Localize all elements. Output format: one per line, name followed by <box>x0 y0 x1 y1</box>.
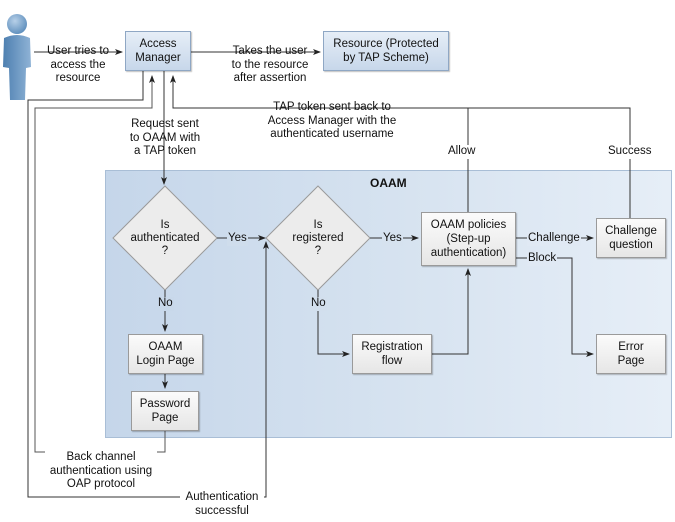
login-label-2: Login Page <box>136 355 195 367</box>
edge-text: Back channel <box>66 451 136 463</box>
error-label-2: Page <box>617 355 645 367</box>
edge-text: authenticated username <box>270 128 394 140</box>
edge-text: to OAAM with <box>129 131 201 144</box>
arrow-back-channel-to-am <box>34 75 166 453</box>
challenge-question-box[interactable]: Challenge question <box>596 218 666 258</box>
edge-text: OAP protocol <box>66 478 136 490</box>
oaam-region-title: OAAM <box>370 176 407 190</box>
is-authenticated-decision[interactable]: Is authenticated ? <box>115 219 215 258</box>
is-authenticated-label-2: authenticated <box>130 232 200 244</box>
user-icon <box>3 14 31 100</box>
edge-label-block: Block <box>527 252 558 266</box>
policies-label-3: authentication) <box>430 247 507 259</box>
edge-text: TAP token sent back to <box>273 101 391 113</box>
access-manager-label-2: Manager <box>135 52 181 64</box>
oaam-region <box>105 170 672 438</box>
resource-label-2: by TAP Scheme) <box>343 52 429 64</box>
edge-label-allow: Allow <box>446 145 478 159</box>
edge-text: resource <box>55 72 101 84</box>
resource-box[interactable]: Resource (Protected by TAP Scheme) <box>323 31 449 71</box>
resource-label: Resource (Protected <box>333 38 439 50</box>
password-label: Password <box>139 398 191 410</box>
is-registered-label-2: registered <box>292 232 344 244</box>
is-registered-decision[interactable]: Is registered ? <box>268 219 368 258</box>
edge-text: Authentication <box>185 491 259 503</box>
edge-label-yes-2: Yes <box>382 232 403 246</box>
edge-text: User tries to <box>47 45 109 57</box>
edge-label-success: Success <box>606 145 654 159</box>
is-authenticated-label-3: ? <box>161 245 169 257</box>
edge-label-challenge: Challenge <box>527 232 581 246</box>
edge-text: a TAP token <box>133 145 196 157</box>
edge-text: after assertion <box>233 72 307 84</box>
edge-label-no-2: No <box>310 297 327 311</box>
edge-text: Access Manager with the <box>267 114 397 127</box>
arrow-registration-to-policies <box>432 268 471 355</box>
oaam-login-page-box[interactable]: OAAM Login Page <box>128 334 203 374</box>
is-registered-label: Is <box>313 219 323 231</box>
policies-label: OAAM policies <box>430 219 507 231</box>
password-label-2: Page <box>151 412 179 424</box>
challenge-label-2: question <box>609 239 653 251</box>
arrow-success-to-am <box>170 75 631 218</box>
edge-label-no-1: No <box>157 297 174 311</box>
edge-text: Takes the user <box>232 45 308 57</box>
edge-text: Request sent <box>131 118 199 130</box>
error-label: Error <box>618 341 644 353</box>
is-authenticated-label: Is <box>160 219 170 231</box>
arrow-block-to-error <box>516 257 594 357</box>
edge-text: successful <box>195 504 249 517</box>
access-manager-label: Access <box>139 38 177 50</box>
challenge-label: Challenge <box>605 225 657 237</box>
edge-text: access the <box>50 58 106 71</box>
edge-text: authentication using <box>49 464 153 477</box>
registration-flow-box[interactable]: Registration flow <box>352 334 432 374</box>
registration-label-2: flow <box>381 355 403 367</box>
arrow-auth-successful <box>27 71 269 498</box>
registration-label: Registration <box>361 341 423 353</box>
login-label: OAAM <box>148 341 183 353</box>
policies-label-2: (Step-up <box>446 233 491 245</box>
edge-label-yes-1: Yes <box>227 232 248 246</box>
is-registered-label-3: ? <box>314 245 322 257</box>
edge-text: to the resource <box>231 58 309 71</box>
arrow-no-to-registration <box>317 290 350 357</box>
oaam-policies-box[interactable]: OAAM policies (Step-up authentication) <box>421 212 516 266</box>
